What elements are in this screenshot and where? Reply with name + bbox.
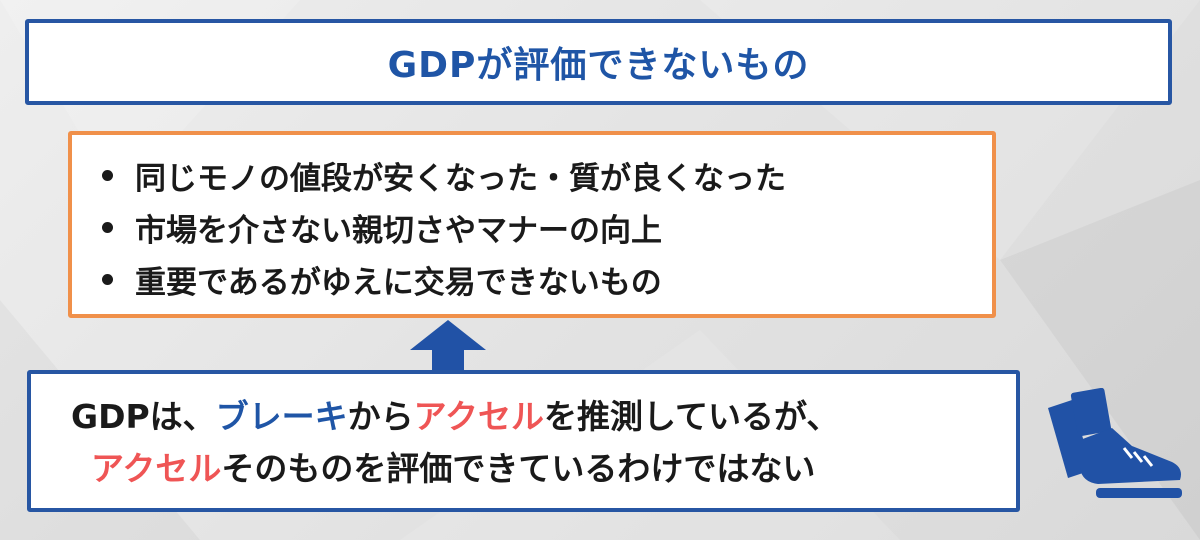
statement-text: GDPは、 [71, 397, 216, 436]
list-item: 重要であるがゆえに交易できないもの [102, 253, 992, 305]
list-item-text: 重要であるがゆえに交易できないもの [135, 264, 662, 301]
foot-pedal-icon [1048, 388, 1182, 498]
list-item-text: 同じモノの値段が安くなった・質が良くなった [135, 160, 786, 197]
bullet-icon [102, 221, 113, 233]
bullet-icon [102, 273, 113, 285]
accelerator-highlight: アクセル [91, 449, 222, 488]
list-item-text: 市場を介さない親切さやマナーの向上 [135, 212, 662, 249]
statement-box: GDPは、ブレーキからアクセルを推測しているが、 アクセルそのものを評価できてい… [27, 370, 1020, 512]
title-box: GDPが評価できないもの [25, 19, 1172, 105]
list-item: 市場を介さない親切さやマナーの向上 [102, 201, 992, 253]
statement-line-1: GDPは、ブレーキからアクセルを推測しているが、 [71, 388, 1016, 440]
statement-text: そのものを評価できているわけではない [221, 449, 816, 488]
page-title: GDPが評価できないもの [387, 45, 810, 86]
statement-text: を推測しているが、 [544, 397, 840, 436]
up-arrow-icon [410, 320, 486, 370]
list-item: 同じモノの値段が安くなった・質が良くなった [102, 149, 992, 201]
unmeasured-items-box: 同じモノの値段が安くなった・質が良くなった 市場を介さない親切さやマナーの向上 … [68, 131, 996, 318]
brake-highlight: ブレーキ [215, 397, 348, 436]
statement-line-2: アクセルそのものを評価できているわけではない [71, 440, 1016, 492]
statement-text: から [347, 397, 414, 436]
bullet-icon [102, 169, 113, 181]
accelerator-highlight: アクセル [413, 397, 545, 436]
